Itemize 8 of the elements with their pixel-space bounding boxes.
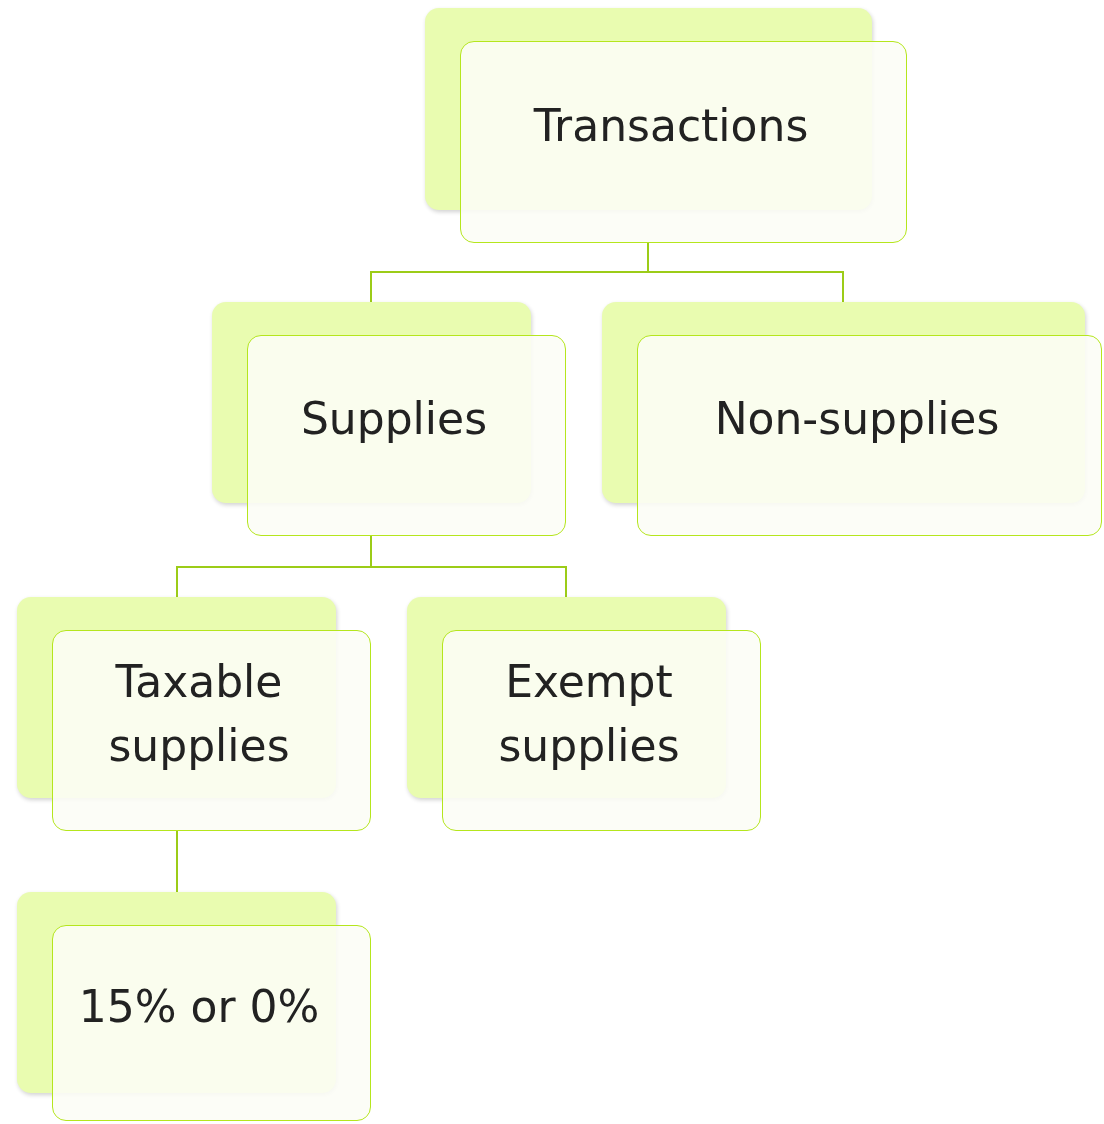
box-label: 15% or 0% xyxy=(78,979,320,1034)
connector-line xyxy=(176,830,178,893)
box-label: Taxable supplies xyxy=(107,655,291,773)
box-label: Non-supplies xyxy=(714,392,1000,447)
box-label: Exempt supplies xyxy=(497,655,681,773)
connector-line xyxy=(370,535,567,598)
box-label: Transactions xyxy=(533,98,809,153)
box-label: Supplies xyxy=(300,392,488,447)
